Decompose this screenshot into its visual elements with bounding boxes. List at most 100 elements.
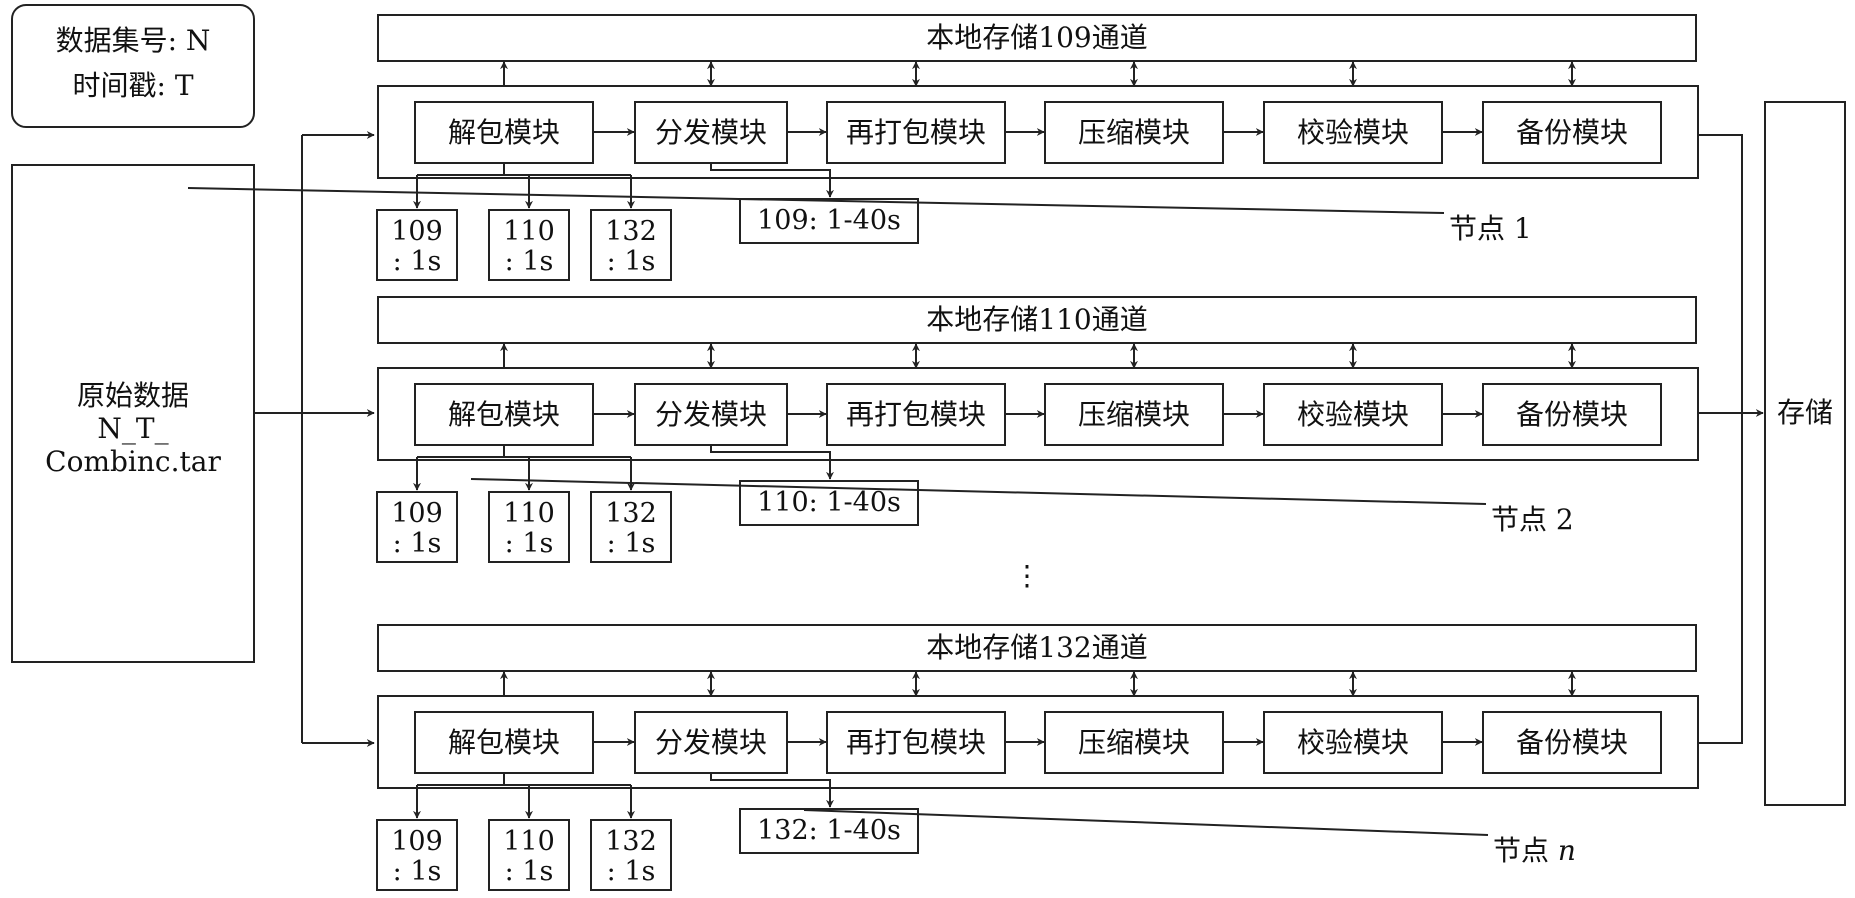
node-label-leader: [187, 187, 1445, 214]
channel-output-id: 109: [391, 826, 443, 857]
module-label: 备份模块: [1516, 398, 1628, 431]
module-label: 再打包模块: [846, 726, 986, 759]
module-label: 分发模块: [655, 116, 767, 149]
module-label: 解包模块: [448, 116, 560, 149]
node-label-prefix: 节点: [1493, 834, 1558, 867]
module-box: [826, 101, 1006, 164]
node-label-leader: [470, 478, 1487, 505]
channel-output-duration: : 1s: [393, 856, 442, 887]
local-storage-label: 本地存储110通道: [926, 303, 1147, 336]
channel-output-box: [590, 819, 672, 891]
local-storage-bar: [377, 14, 1697, 62]
channel-output-duration: : 1s: [505, 856, 554, 887]
module-label: 压缩模块: [1078, 726, 1190, 759]
storage-connections: [1698, 134, 1764, 744]
dispatch-output-label: 110: 1-40s: [757, 487, 901, 518]
module-box: [414, 383, 594, 446]
module-label: 再打包模块: [846, 116, 986, 149]
module-box: [1263, 711, 1443, 774]
module-label: 解包模块: [448, 726, 560, 759]
dispatch-output-box: [739, 808, 919, 854]
ellipsis: ⋮: [1013, 559, 1041, 592]
channel-output-box: [590, 491, 672, 563]
dispatch-arrow: [710, 773, 834, 808]
module-box: [634, 101, 788, 164]
storage-box: 存储: [1764, 101, 1846, 806]
channel-output-box: [488, 491, 570, 563]
node-label: 节点 n: [1493, 834, 1576, 867]
module-label: 备份模块: [1516, 116, 1628, 149]
module-label: 校验模块: [1297, 398, 1409, 431]
node-label: 节点 1: [1449, 212, 1532, 245]
module-label: 再打包模块: [846, 398, 986, 431]
channel-output-id: 132: [605, 498, 657, 529]
channel-output-id: 109: [391, 498, 443, 529]
dataset-info-box: 数据集号: N 时间戳: T: [11, 4, 255, 128]
dataset-number-text: 数据集号: N: [56, 24, 211, 57]
raw-data-file: Combinc.tar: [45, 445, 221, 478]
raw-data-name: N_T_: [97, 412, 168, 445]
channel-output-duration: : 1s: [607, 246, 656, 277]
module-box: [1263, 383, 1443, 446]
channel-output-id: 110: [503, 826, 555, 857]
dispatch-output-box: [739, 198, 919, 244]
node-1: 本地存储109通道解包模块分发模块再打包模块压缩模块校验模块备份模块109: 1…: [187, 14, 1699, 281]
module-label: 压缩模块: [1078, 398, 1190, 431]
module-label: 分发模块: [655, 726, 767, 759]
channel-output-duration: : 1s: [393, 528, 442, 559]
timestamp-text: 时间戳: T: [72, 69, 193, 102]
node-2: 本地存储110通道解包模块分发模块再打包模块压缩模块校验模块备份模块109: 1…: [376, 296, 1699, 563]
channel-output-box: [488, 209, 570, 281]
module-box: [1044, 101, 1224, 164]
channel-output-id: 109: [391, 216, 443, 247]
channel-output-box: [376, 819, 458, 891]
channel-output-box: [590, 209, 672, 281]
channel-output-duration: : 1s: [607, 856, 656, 887]
module-box: [634, 711, 788, 774]
channel-output-id: 110: [503, 216, 555, 247]
channel-output-box: [376, 491, 458, 563]
module-label: 校验模块: [1297, 116, 1409, 149]
module-label: 备份模块: [1516, 726, 1628, 759]
module-box: [1482, 383, 1662, 446]
channel-output-box: [488, 819, 570, 891]
channel-output-id: 132: [605, 216, 657, 247]
source-fanout: [254, 131, 375, 747]
dispatch-output-label: 109: 1-40s: [757, 205, 901, 236]
node-label-leader: [803, 809, 1489, 836]
raw-data-title: 原始数据: [77, 379, 189, 412]
local-storage-bar: [377, 296, 1697, 344]
module-label: 解包模块: [448, 398, 560, 431]
dispatch-output-label: 132: 1-40s: [757, 815, 901, 846]
node-3: 本地存储132通道解包模块分发模块再打包模块压缩模块校验模块备份模块109: 1…: [376, 624, 1699, 891]
module-box: [826, 383, 1006, 446]
module-label: 分发模块: [655, 398, 767, 431]
local-storage-label: 本地存储132通道: [926, 631, 1147, 664]
storage-label: 存储: [1777, 396, 1833, 429]
local-storage-label: 本地存储109通道: [926, 21, 1147, 54]
module-label: 校验模块: [1297, 726, 1409, 759]
channel-output-id: 132: [605, 826, 657, 857]
module-box: [634, 383, 788, 446]
dispatch-arrow: [710, 163, 834, 198]
channel-output-duration: : 1s: [505, 528, 554, 559]
nodes-group: 本地存储109通道解包模块分发模块再打包模块压缩模块校验模块备份模块109: 1…: [187, 14, 1699, 891]
channel-output-duration: : 1s: [607, 528, 656, 559]
node-label-number: 2: [1556, 503, 1574, 536]
channel-output-box: [376, 209, 458, 281]
raw-data-box: 原始数据 N_T_ Combinc.tar: [11, 164, 255, 663]
dispatch-arrow: [710, 445, 834, 480]
module-box: [826, 711, 1006, 774]
node-label-prefix: 节点: [1449, 212, 1514, 245]
channel-output-duration: : 1s: [393, 246, 442, 277]
channel-output-id: 110: [503, 498, 555, 529]
node-label: 节点 2: [1491, 503, 1574, 536]
node-label-prefix: 节点: [1491, 503, 1556, 536]
module-box: [1044, 711, 1224, 774]
module-label: 压缩模块: [1078, 116, 1190, 149]
node-label-number: 1: [1514, 212, 1532, 245]
channel-output-duration: : 1s: [505, 246, 554, 277]
module-box: [1482, 711, 1662, 774]
